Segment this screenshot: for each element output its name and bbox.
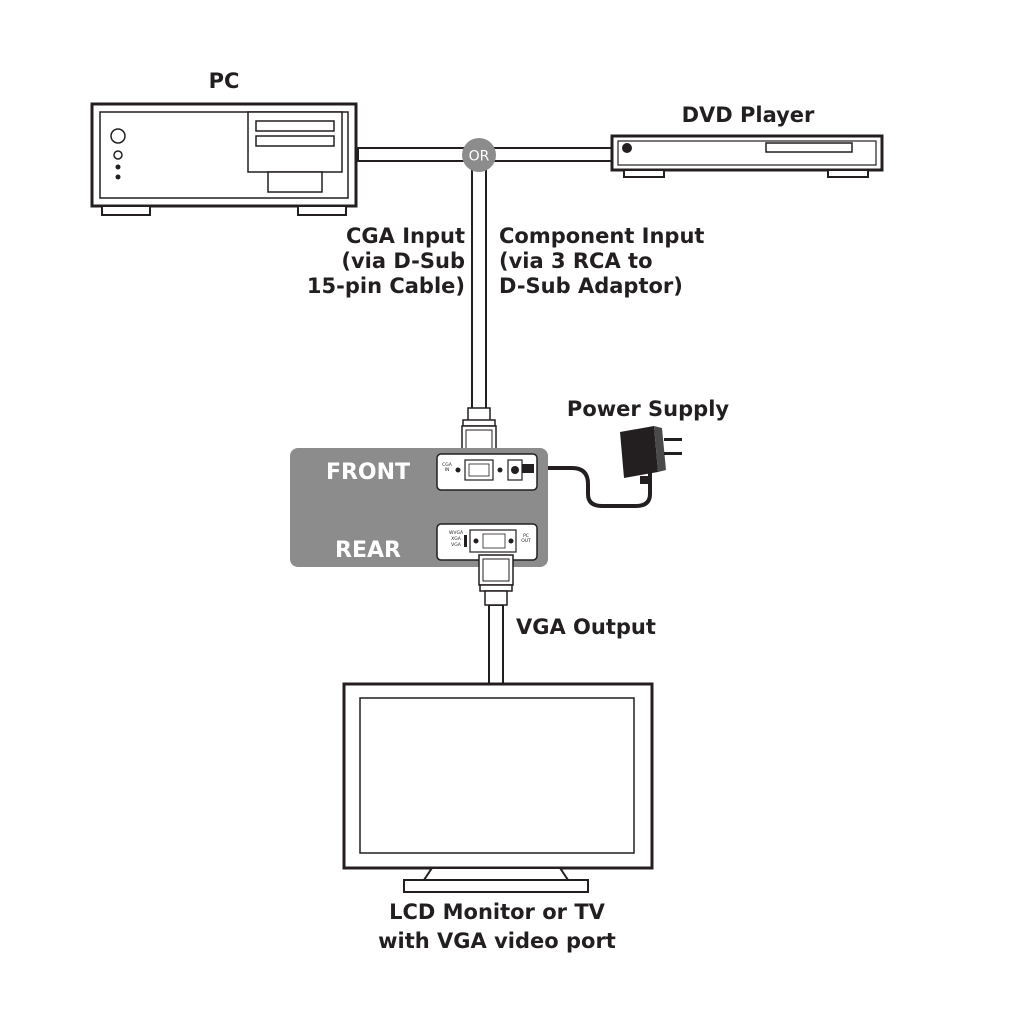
dvd-player-icon: [610, 134, 884, 178]
cable-power: [540, 466, 652, 508]
rear-switch-label-1: WVGA: [449, 530, 464, 536]
pc-icon: [90, 102, 358, 216]
svg-text:Component Input: Component Input: [499, 224, 704, 248]
cga-input-label: CGA Input (via D-Sub 15-pin Cable): [307, 224, 465, 298]
monitor-icon: [342, 682, 654, 893]
device-front-label: FRONT: [326, 460, 410, 485]
device-rear-label: REAR: [335, 538, 401, 563]
rear-port-label-2: OUT: [521, 538, 531, 544]
cable-junction-to-device: [471, 165, 487, 413]
dvd-player-label: DVD Player: [682, 103, 815, 127]
monitor-label-line2: with VGA video port: [378, 929, 616, 953]
cable-junction-to-dvd: [491, 147, 615, 162]
svg-text:CGA Input: CGA Input: [346, 224, 465, 248]
dsub-plug-output: [478, 554, 514, 606]
rear-switch-label-2: XGA: [451, 536, 462, 542]
cable-device-to-monitor: [488, 604, 504, 686]
svg-text:15-pin Cable): 15-pin Cable): [307, 274, 465, 298]
power-supply-icon: [620, 426, 682, 484]
front-port-label-1: CGA: [442, 462, 453, 468]
svg-text:(via 3 RCA to: (via 3 RCA to: [499, 249, 653, 273]
rear-port-label-1: PC: [523, 533, 529, 539]
component-input-label: Component Input (via 3 RCA to D-Sub Adap…: [499, 224, 704, 298]
rear-switch-label-3: VGA: [451, 542, 462, 548]
vga-output-label: VGA Output: [516, 615, 656, 639]
or-junction-label: OR: [469, 149, 490, 165]
device-front-face: [436, 453, 538, 491]
monitor-label-line1: LCD Monitor or TV: [389, 900, 606, 924]
svg-text:D-Sub Adaptor): D-Sub Adaptor): [499, 274, 683, 298]
pc-label: PC: [209, 69, 240, 93]
or-junction: OR: [462, 138, 496, 172]
svg-text:(via D-Sub: (via D-Sub: [341, 249, 465, 273]
cable-pc-to-junction: [357, 147, 469, 162]
power-supply-label: Power Supply: [567, 397, 729, 421]
front-port-label-2: IN: [445, 467, 450, 473]
